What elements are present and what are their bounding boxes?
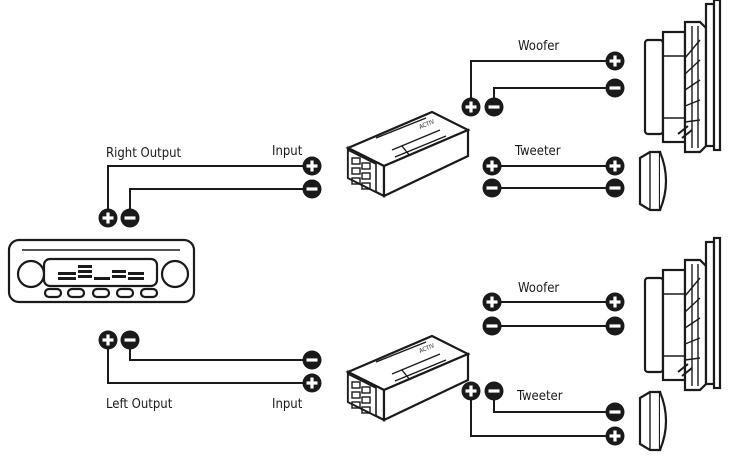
minus-terminal-icon bbox=[302, 350, 322, 370]
plus-terminal-icon bbox=[482, 156, 502, 176]
head-unit-radio-icon bbox=[7, 238, 196, 304]
woofer-speaker-bottom-icon bbox=[643, 236, 722, 392]
tweeter-speaker-top-icon bbox=[638, 150, 668, 212]
crossover-top-icon bbox=[346, 110, 470, 198]
tweeter-bottom-label: Tweeter bbox=[516, 389, 563, 404]
minus-terminal-icon bbox=[605, 78, 625, 98]
plus-terminal-icon bbox=[605, 426, 625, 446]
woofer-top-label: Woofer bbox=[518, 39, 559, 54]
plus-terminal-icon bbox=[98, 208, 118, 228]
plus-terminal-icon bbox=[98, 330, 118, 350]
minus-terminal-icon bbox=[605, 316, 625, 336]
right-output-label: Right Output bbox=[106, 146, 182, 161]
plus-terminal-icon bbox=[302, 156, 322, 176]
tweeter-speaker-bottom-icon bbox=[638, 390, 668, 452]
plus-terminal-icon bbox=[605, 51, 625, 71]
crossover-bottom-icon bbox=[346, 334, 470, 422]
minus-terminal-icon bbox=[482, 178, 502, 198]
minus-terminal-icon bbox=[482, 316, 502, 336]
plus-terminal-icon bbox=[461, 97, 481, 117]
input-top-label: Input bbox=[272, 144, 303, 159]
plus-terminal-icon bbox=[605, 156, 625, 176]
minus-terminal-icon bbox=[484, 381, 504, 401]
plus-terminal-icon bbox=[461, 381, 481, 401]
tweeter-top-label: Tweeter bbox=[514, 144, 561, 159]
plus-terminal-icon bbox=[482, 292, 502, 312]
plus-terminal-icon bbox=[605, 292, 625, 312]
minus-terminal-icon bbox=[120, 208, 140, 228]
minus-terminal-icon bbox=[605, 178, 625, 198]
plus-terminal-icon bbox=[302, 373, 322, 393]
minus-terminal-icon bbox=[484, 97, 504, 117]
minus-terminal-icon bbox=[120, 330, 140, 350]
input-bottom-label: Input bbox=[272, 397, 303, 412]
woofer-bottom-label: Woofer bbox=[518, 281, 559, 296]
minus-terminal-icon bbox=[605, 402, 625, 422]
minus-terminal-icon bbox=[302, 179, 322, 199]
left-output-label: Left Output bbox=[106, 397, 173, 412]
woofer-speaker-top-icon bbox=[643, 0, 722, 154]
